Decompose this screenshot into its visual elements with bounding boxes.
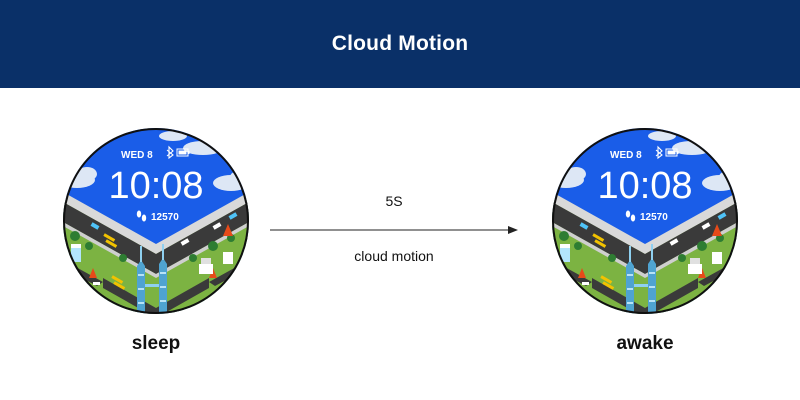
sleep-label: sleep (131, 333, 181, 354)
page-title: Cloud Motion (331, 32, 469, 55)
bluetooth-icon (166, 145, 174, 160)
footprint-icon (625, 210, 636, 222)
watch-face-awake: WED 8 10:08 12570 (552, 128, 738, 314)
bluetooth-icon (655, 145, 663, 160)
footprint-icon (136, 210, 147, 222)
header-bar: Cloud Motion (0, 0, 800, 88)
transition-duration: 5S (385, 193, 403, 209)
battery-icon (176, 148, 190, 157)
date-text: WED 8 (610, 150, 642, 161)
transition-description: cloud motion (354, 248, 434, 264)
date-text: WED 8 (121, 150, 153, 161)
steps-count: 12570 (151, 212, 179, 223)
awake-label: awake (616, 333, 674, 354)
battery-icon (665, 148, 679, 157)
watch-face-sleep: WED 8 10:08 12570 (63, 128, 249, 314)
transition-arrow (270, 226, 518, 234)
time-text: 10:08 (597, 165, 692, 207)
time-text: 10:08 (108, 165, 203, 207)
steps-count: 12570 (640, 212, 668, 223)
